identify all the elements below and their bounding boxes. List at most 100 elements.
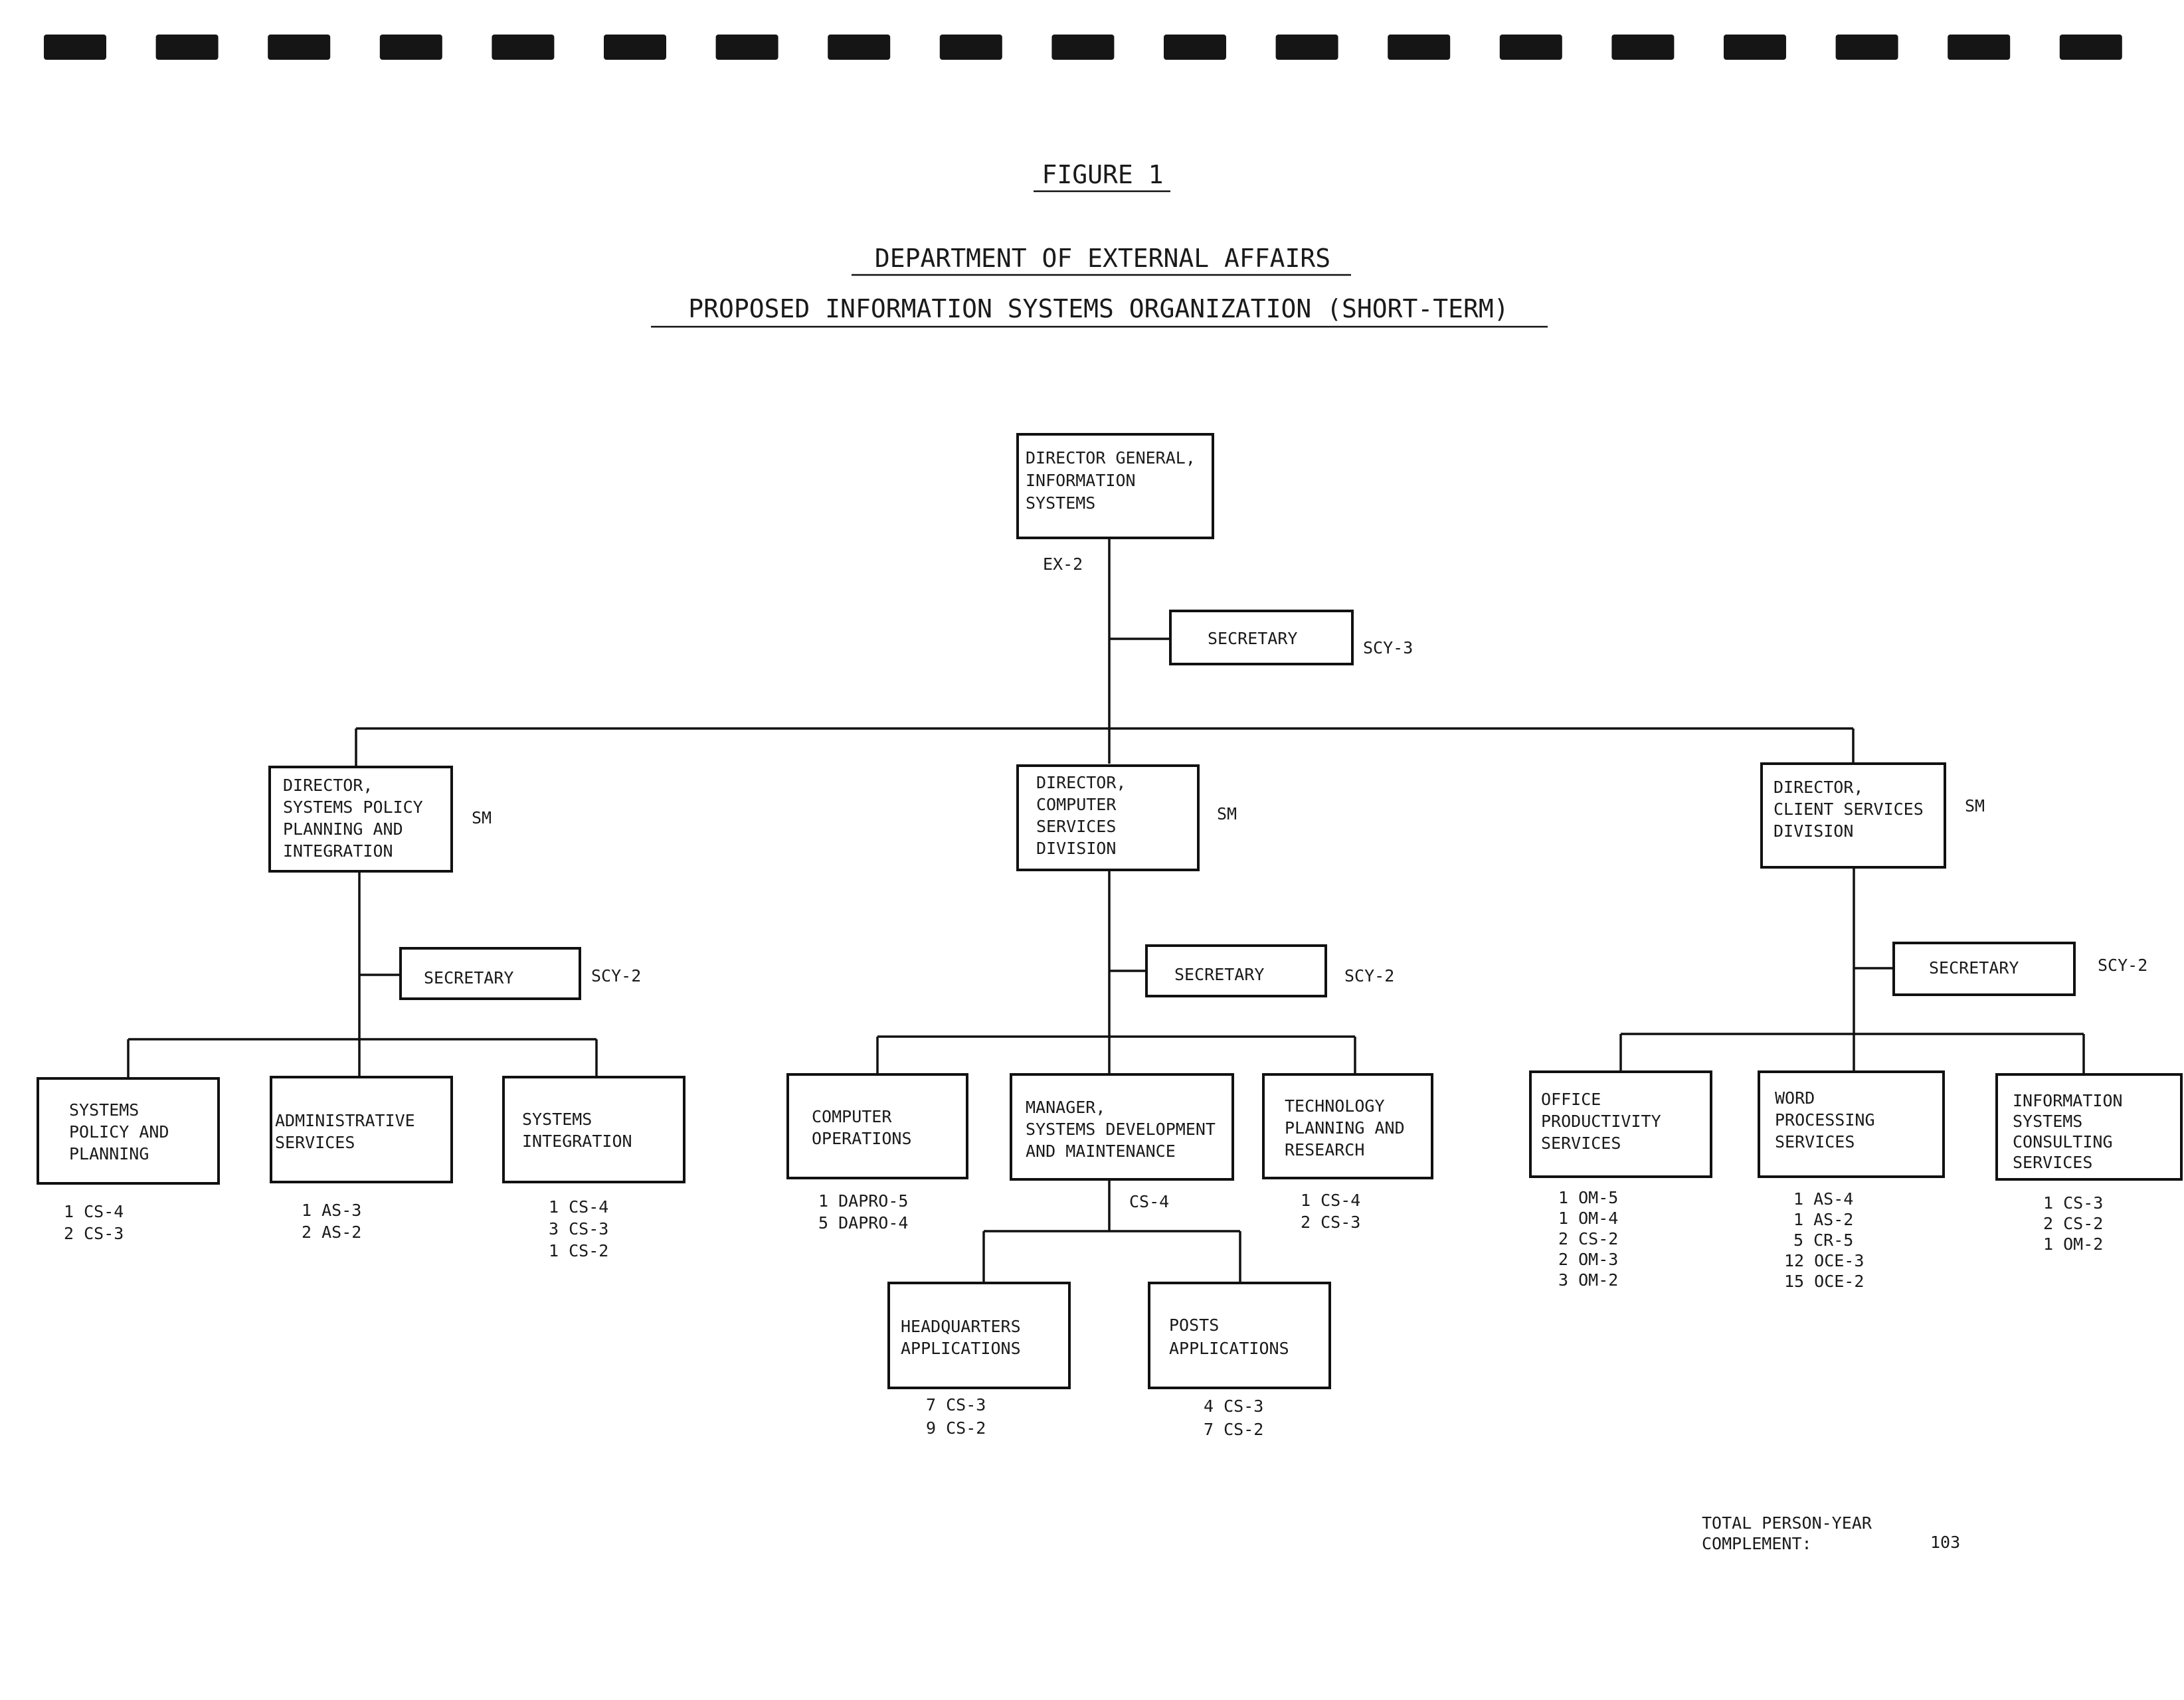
- perforation-mark: [828, 35, 891, 60]
- perforation-mark: [155, 35, 219, 60]
- unit-line: OFFICE: [1541, 1090, 1601, 1109]
- division-line: DIVISION: [1036, 839, 1116, 858]
- division-line: COMPUTER: [1036, 795, 1117, 814]
- unit-line: ADMINISTRATIVE: [275, 1111, 415, 1130]
- division-line: INTEGRATION: [283, 841, 393, 861]
- subunit-posts-applications: POSTS APPLICATIONS: [1148, 1282, 1331, 1389]
- perforation-mark: [1835, 35, 1898, 60]
- staff-line: 2 CS-3: [1301, 1213, 1360, 1232]
- staff-line: 1 CS-2: [549, 1241, 608, 1260]
- unit-information-systems-consulting-services: INFORMATION SYSTEMS CONSULTING SERVICES: [1995, 1073, 2183, 1181]
- unit-line: MANAGER,: [1026, 1098, 1105, 1117]
- division-grade: SM: [1217, 804, 1237, 823]
- division-line: DIRECTOR,: [283, 776, 373, 795]
- perforation-mark: [604, 35, 666, 60]
- svg-text:WORD PROCESSING SE: WORD PROCESSING SERVICES: [1775, 1088, 1885, 1151]
- staff-line: 1 CS-4: [1301, 1191, 1360, 1210]
- subunit-line: APPLICATIONS: [901, 1339, 1021, 1358]
- perforation-mark: [492, 35, 555, 60]
- svg-text:DIRECTOR, SYSTEMS POLICY: DIRECTOR, SYSTEMS POLICY PLANNING AND IN…: [283, 776, 433, 861]
- dg-secretary-grade: SCY-3: [1363, 638, 1413, 657]
- secretary-computer-services-node: SECRETARY: [1145, 944, 1327, 997]
- unit-technology-planning-and-research: TECHNOLOGY PLANNING AND RESEARCH: [1262, 1073, 1433, 1179]
- director-systems-policy-node: DIRECTOR, SYSTEMS POLICY PLANNING AND IN…: [268, 766, 453, 873]
- staff-line: 2 OM-3: [1558, 1250, 1618, 1269]
- staff-line: 12 OCE-3: [1784, 1251, 1864, 1270]
- perforation-mark: [1388, 35, 1451, 60]
- secretary-grade: SCY-2: [2098, 956, 2147, 975]
- division-grade: SM: [1965, 796, 1985, 815]
- staff-line: 2 AS-2: [302, 1223, 361, 1242]
- svg-text:1 CS-4 2 CS-3: 1 CS-4 2 CS-3: [64, 1202, 134, 1243]
- perforation-mark: [1611, 35, 1675, 60]
- unit-line: COMPUTER: [812, 1107, 892, 1126]
- staff-line: 7 CS-3: [926, 1395, 986, 1414]
- unit-line: SYSTEMS DEVELOPMENT: [1026, 1120, 1216, 1139]
- director-computer-services-node: DIRECTOR, COMPUTER SERVICES DIVISION: [1016, 764, 1200, 871]
- unit-line: PLANNING: [69, 1144, 149, 1163]
- svg-text:COMPUTER OPERATIONS: COMPUTER OPERATIONS: [812, 1107, 912, 1148]
- title-line-2: PROPOSED INFORMATION SYSTEMS ORGANIZATIO…: [688, 294, 1508, 323]
- svg-text:MANAGER, SYSTEMS DEVELOP: MANAGER, SYSTEMS DEVELOPMENT AND MAINTEN…: [1026, 1098, 1226, 1161]
- svg-text:INFORMATION SYSTEMS: INFORMATION SYSTEMS CONSULTING SERVICES: [2013, 1091, 2133, 1172]
- perforation-mark: [1051, 35, 1115, 60]
- svg-text:TOTAL PERSON-YEAR COMPLEME: TOTAL PERSON-YEAR COMPLEMENT:: [1702, 1513, 1882, 1553]
- figure-label: FIGURE 1: [1042, 160, 1163, 189]
- total-label: COMPLEMENT:: [1702, 1534, 1812, 1553]
- unit-office-productivity-services: OFFICE PRODUCTIVITY SERVICES: [1529, 1070, 1712, 1178]
- perforation-mark: [379, 35, 442, 60]
- staff-line: 15 OCE-2: [1784, 1272, 1864, 1291]
- staff-line: 1 DAPRO-5: [818, 1191, 908, 1211]
- perforation-mark: [1275, 35, 1338, 60]
- division-line: DIRECTOR,: [1036, 773, 1126, 792]
- connector-lines: [127, 538, 2085, 1283]
- unit-systems-policy-and-planning: SYSTEMS POLICY AND PLANNING: [37, 1077, 220, 1185]
- perforation-mark: [268, 35, 331, 60]
- staff-line: 2 CS-2: [1558, 1229, 1618, 1248]
- perforation-mark: [1164, 35, 1226, 60]
- unit-line: OPERATIONS: [812, 1129, 912, 1148]
- unit-systems-integration: SYSTEMS INTEGRATION: [502, 1076, 685, 1183]
- svg-text:OFFICE PRODUCTIVITY: OFFICE PRODUCTIVITY SERVICES: [1541, 1090, 1671, 1153]
- perforation-mark: [1499, 35, 1562, 60]
- unit-line: TECHNOLOGY: [1285, 1096, 1385, 1116]
- svg-text:7 CS-3 9 CS-2: 7 CS-3 9 CS-2: [926, 1395, 996, 1438]
- staff-line: 2 CS-3: [64, 1224, 124, 1243]
- svg-text:1 OM-5 1 OM-4 2 CS-2: 1 OM-5 1 OM-4 2 CS-2 2 OM-3 3 OM-2: [1558, 1188, 1628, 1290]
- unit-line: INFORMATION: [2013, 1091, 2123, 1110]
- unit-line: PRODUCTIVITY: [1541, 1112, 1661, 1131]
- staff-line: 1 CS-3: [2043, 1193, 2103, 1213]
- unit-line: SYSTEMS: [69, 1100, 139, 1120]
- division-line: SERVICES: [1036, 817, 1116, 836]
- unit-word-processing-services: WORD PROCESSING SERVICES: [1758, 1070, 1945, 1178]
- unit-line: WORD: [1775, 1088, 1815, 1108]
- secretary-grade: SCY-2: [1344, 966, 1394, 985]
- staff-line: 5 DAPRO-4: [818, 1213, 908, 1232]
- subunit-line: HEADQUARTERS: [901, 1317, 1021, 1336]
- unit-line: SERVICES: [1775, 1132, 1855, 1151]
- svg-text:1 DAPRO-5 5 DAPRO-4: 1 DAPRO-5 5 DAPRO-4: [818, 1191, 919, 1232]
- total-label: TOTAL PERSON-YEAR: [1702, 1513, 1872, 1533]
- unit-line: INTEGRATION: [522, 1132, 632, 1151]
- director-general-line: INFORMATION: [1026, 471, 1136, 490]
- unit-line: RESEARCH: [1285, 1140, 1364, 1159]
- unit-line: AND MAINTENANCE: [1026, 1142, 1176, 1161]
- staff-line: 1 CS-4: [549, 1197, 608, 1217]
- unit-line: PROCESSING: [1775, 1110, 1875, 1130]
- staff-line: 7 CS-2: [1204, 1420, 1263, 1439]
- staff-line: 1 AS-2: [1793, 1210, 1853, 1229]
- perforation-strip: [44, 35, 2122, 60]
- division-line: SYSTEMS POLICY: [283, 798, 423, 817]
- staff-line: 1 CS-4: [64, 1202, 124, 1221]
- unit-line: SERVICES: [275, 1133, 355, 1152]
- unit-computer-operations: COMPUTER OPERATIONS: [786, 1073, 968, 1179]
- svg-text:1 AS-3 2 AS-2: 1 AS-3 2 AS-2: [302, 1201, 371, 1242]
- unit-grade: CS-4: [1129, 1192, 1169, 1211]
- division-line: CLIENT SERVICES: [1774, 800, 1924, 819]
- dg-secretary-node: SECRETARY: [1169, 610, 1354, 665]
- secretary-label: SECRETARY: [424, 968, 513, 987]
- director-general-node: DIRECTOR GENERAL, INFORMATION SYSTEMS: [1016, 433, 1214, 539]
- staff-line: 1 AS-4: [1793, 1189, 1853, 1209]
- svg-text:TECHNOLOGY PLANNING AND: TECHNOLOGY PLANNING AND RESEARCH: [1285, 1096, 1415, 1159]
